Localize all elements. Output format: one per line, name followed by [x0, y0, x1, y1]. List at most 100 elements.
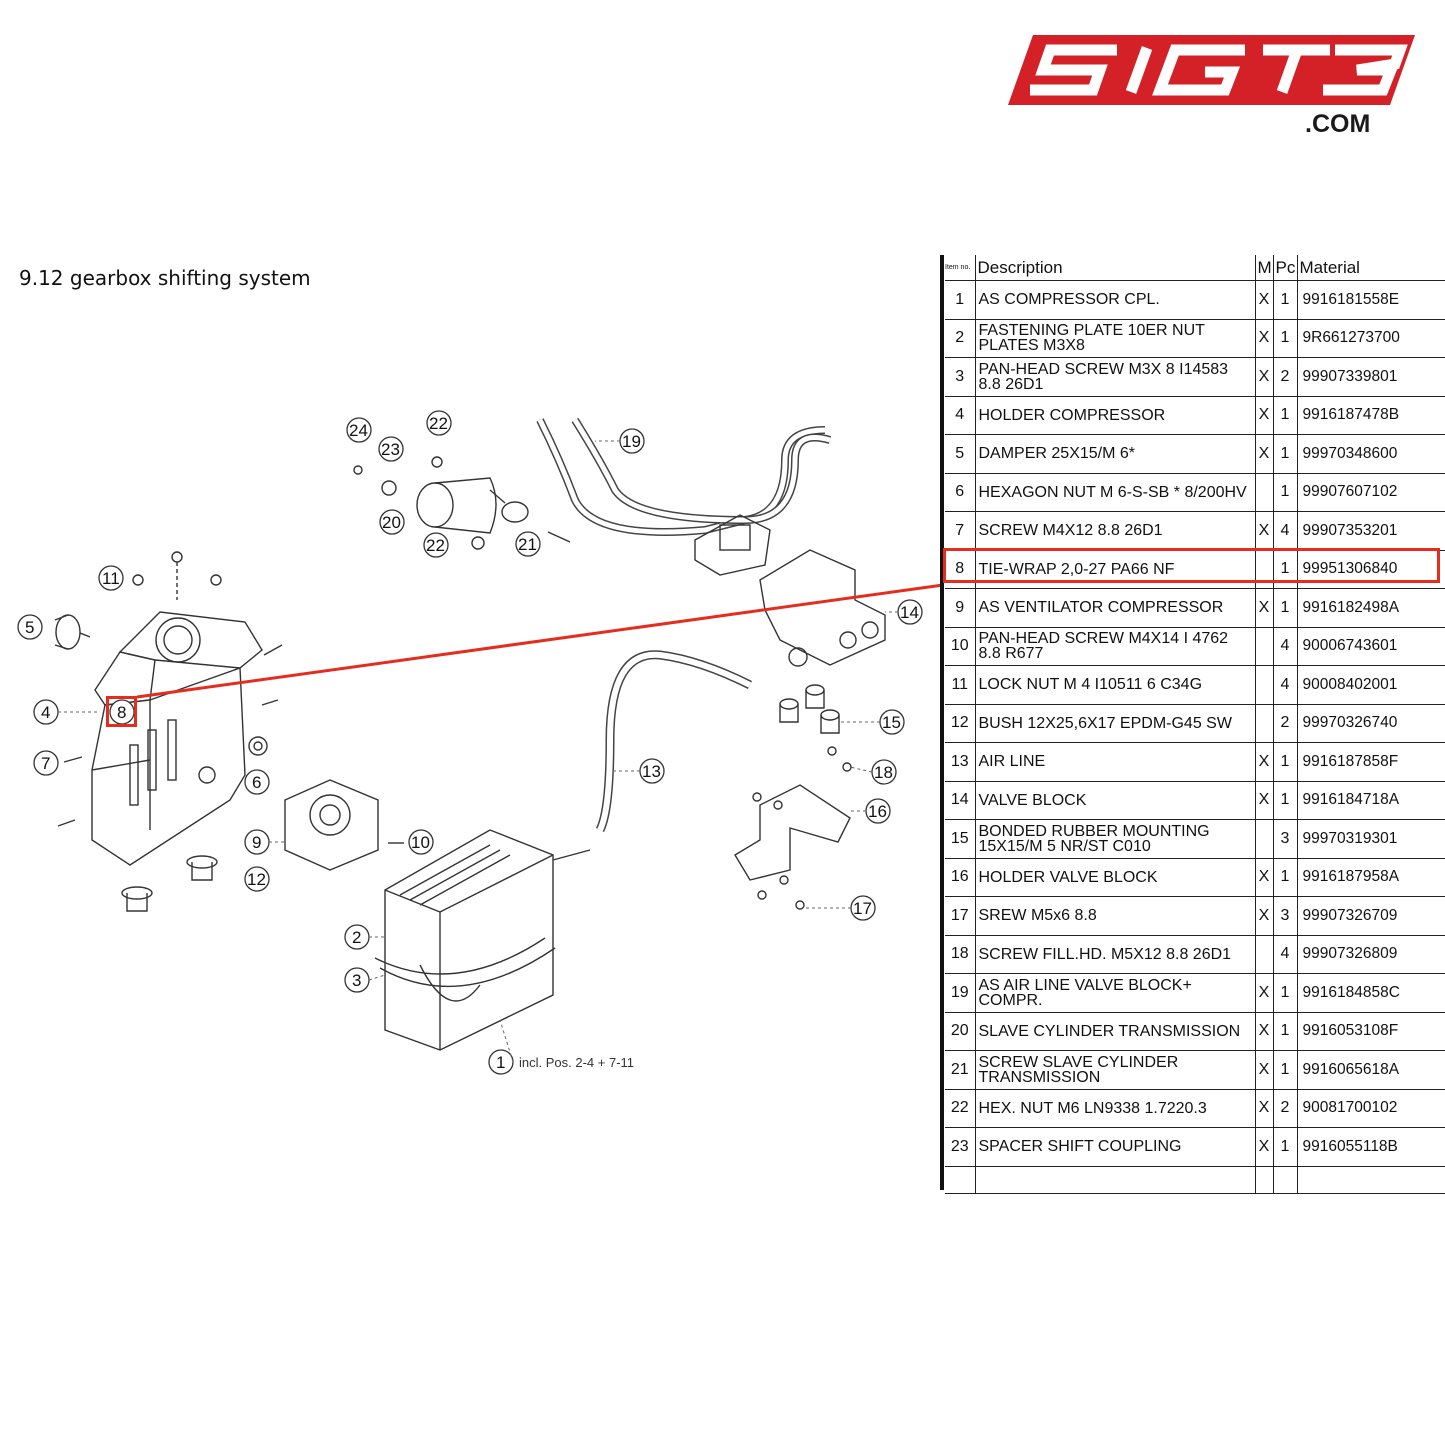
description-cell: AS COMPRESSOR CPL. [975, 280, 1256, 320]
description-cell: SLAVE CYLINDER TRANSMISSION [975, 1012, 1256, 1051]
damper-part [54, 614, 91, 650]
svg-text:18: 18 [874, 763, 893, 782]
callout-4: 4 [33, 699, 59, 725]
callout-11: 11 [98, 565, 124, 591]
pc-cell: 2 [1273, 704, 1298, 743]
item-no-cell: 3 [945, 357, 976, 397]
item-no-cell: 9 [945, 588, 976, 628]
item-no-cell: 19 [945, 973, 976, 1013]
item-no-cell: 7 [945, 511, 976, 551]
air-line-19-part [536, 417, 832, 576]
pc-cell: 1 [1273, 742, 1298, 782]
pc-cell: 1 [1273, 781, 1298, 820]
item-no-cell: 17 [945, 896, 976, 936]
svg-text:2: 2 [352, 928, 361, 947]
item-no-cell: 15 [945, 819, 976, 859]
material-cell: 99970348600 [1297, 434, 1445, 474]
material-cell: 90008402001 [1297, 665, 1445, 705]
description-cell: VALVE BLOCK [975, 781, 1256, 820]
callout-14: 14 [897, 599, 923, 625]
svg-text:1: 1 [496, 1053, 505, 1072]
svg-text:23: 23 [381, 440, 400, 459]
item-no-cell: 18 [945, 935, 976, 974]
parts-table: Item no. Description M Pc. Material 1AS … [945, 255, 1445, 1194]
material-cell: 99907353201 [1297, 511, 1445, 551]
m-cell: X [1255, 742, 1274, 782]
material-cell: 9916187958A [1297, 858, 1445, 897]
description-cell: FASTENING PLATE 10ER NUT PLATES M3X8 [975, 319, 1256, 358]
callout-13: 13 [639, 758, 665, 784]
m-cell: X [1255, 357, 1274, 397]
svg-text:16: 16 [868, 802, 887, 821]
pc-cell: 1 [1273, 396, 1298, 435]
svg-text:20: 20 [382, 513, 401, 532]
diagram-note: incl. Pos. 2-4 + 7-11 [519, 1055, 634, 1070]
m-cell: X [1255, 511, 1274, 551]
pc-cell: 1 [1273, 434, 1298, 474]
table-row-empty [945, 1166, 1445, 1194]
material-cell: 9916184858C [1297, 973, 1445, 1013]
callout-7: 7 [33, 750, 59, 776]
m-cell: X [1255, 396, 1274, 435]
m-cell: X [1255, 1089, 1274, 1128]
m-cell [1255, 935, 1274, 974]
material-cell: 99907339801 [1297, 357, 1445, 397]
item-no-cell: 6 [945, 473, 976, 512]
description-cell: SCREW SLAVE CYLINDER TRANSMISSION [975, 1050, 1256, 1090]
svg-text:13: 13 [642, 762, 661, 781]
callout-6: 6 [244, 769, 270, 795]
pc-cell: 1 [1273, 280, 1298, 320]
svg-text:10: 10 [411, 833, 430, 852]
description-cell: HEXAGON NUT M 6-S-SB * 8/200HV [975, 473, 1256, 512]
callout-24: 24 [346, 417, 372, 443]
item-no-cell: 2 [945, 319, 976, 358]
description-cell: AS AIR LINE VALVE BLOCK+ COMPR. [975, 973, 1256, 1013]
material-cell: 9916055118B [1297, 1127, 1445, 1167]
svg-text:17: 17 [853, 899, 872, 918]
svg-text:19: 19 [622, 432, 641, 451]
header-pc: Pc. [1273, 255, 1298, 281]
material-cell: 90006743601 [1297, 627, 1445, 666]
description-cell: SPACER SHIFT COUPLING [975, 1127, 1256, 1167]
pc-cell: 1 [1273, 473, 1298, 512]
item-no-cell: 10 [945, 627, 976, 666]
m-cell [1255, 473, 1274, 512]
svg-text:24: 24 [349, 421, 368, 440]
svg-text:15: 15 [882, 713, 901, 732]
callout-23: 23 [378, 436, 404, 462]
pc-cell: 1 [1273, 588, 1298, 628]
m-cell: X [1255, 896, 1274, 936]
description-cell: AIR LINE [975, 742, 1256, 782]
callout-1: 1 [488, 1049, 514, 1075]
description-cell: PAN-HEAD SCREW M4X14 I 4762 8.8 R677 [975, 627, 1256, 666]
pc-cell: 1 [1273, 973, 1298, 1013]
m-cell: X [1255, 319, 1274, 358]
callout-10: 10 [408, 829, 434, 855]
pc-cell: 2 [1273, 357, 1298, 397]
svg-text:7: 7 [41, 754, 50, 773]
callout-22a: 22 [426, 410, 452, 436]
holder-compressor-part [91, 611, 263, 866]
material-cell: 9R661273700 [1297, 319, 1445, 358]
pc-cell: 3 [1273, 819, 1298, 859]
pc-cell: 1 [1273, 858, 1298, 897]
item-no-cell: 1 [945, 280, 976, 320]
header-description: Description [975, 255, 1256, 281]
svg-text:21: 21 [518, 535, 537, 554]
description-cell: DAMPER 25X15/M 6* [975, 434, 1256, 474]
callout-16: 16 [865, 798, 891, 824]
brand-logo[interactable]: .COM [1005, 30, 1420, 140]
callout-22b: 22 [423, 532, 449, 558]
